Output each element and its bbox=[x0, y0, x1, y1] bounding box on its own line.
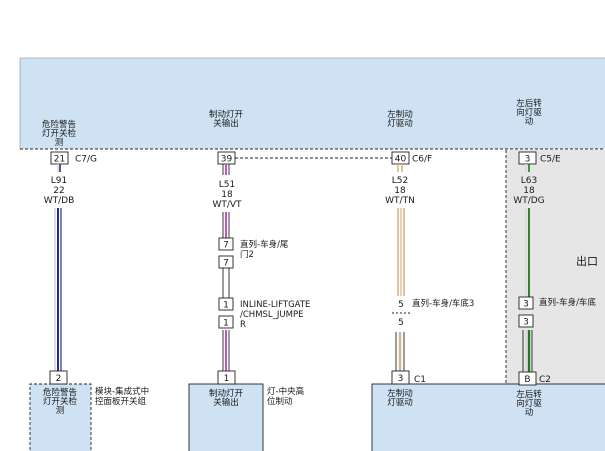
bottom-pin3-box bbox=[391, 370, 410, 385]
inline-c2-label-line1: INLINE-LIFTGATE bbox=[240, 300, 310, 310]
bottom-module2-desc-line2: 位制动 bbox=[267, 396, 293, 407]
inline-c4-lower-box bbox=[518, 314, 534, 328]
top-pin4-number: 3 bbox=[525, 155, 531, 165]
wire4-top-stub bbox=[525, 164, 530, 172]
wire2-color: WT/VT bbox=[212, 200, 242, 210]
inline-c4-upper-pin: 3 bbox=[523, 300, 529, 310]
inline-c2-upper-box bbox=[218, 297, 234, 311]
top-pin3-label-line1: 左制动 bbox=[387, 109, 413, 120]
top-module-box bbox=[20, 58, 605, 149]
inline-c3-upper-pin: 5 bbox=[398, 300, 404, 310]
top-pin2-label-line1: 制动灯开 bbox=[209, 109, 244, 120]
top-pin1-number: 21 bbox=[54, 155, 65, 165]
wire3-circuit: L52 bbox=[392, 176, 408, 186]
bottom-module3-label-line1: 左制动 bbox=[387, 388, 413, 399]
top-pin4-box bbox=[518, 151, 537, 165]
wire1-color: WT/DB bbox=[44, 196, 75, 206]
top-pin2-label-line2: 关输出 bbox=[213, 118, 239, 129]
top-pin3-label-line2: 灯驱动 bbox=[387, 118, 413, 129]
top-pin3-number: 40 bbox=[395, 155, 407, 165]
bottom-pin4-number: B bbox=[524, 375, 530, 385]
right-panel-label: 出口 bbox=[576, 254, 598, 268]
wire1-top-stub bbox=[57, 164, 61, 172]
bottom-module2-desc-line1: 灯-中央高 bbox=[267, 386, 304, 397]
bottom-pin4-connector: C2 bbox=[539, 375, 551, 385]
wire3-color: WT/TN bbox=[385, 196, 415, 206]
inline-c4-label: 直列-车身/车底 bbox=[539, 297, 596, 308]
wire2-run-lower bbox=[222, 330, 230, 371]
top-pin4-label-line2: 向灯驱 bbox=[516, 107, 542, 118]
inline-c2-upper-pin: 1 bbox=[223, 301, 229, 311]
top-pin4-label-line1: 左后转 bbox=[516, 98, 542, 109]
bottom-module1-label-line3: 测 bbox=[56, 406, 65, 416]
wire1-circuit: L91 bbox=[51, 176, 67, 186]
right-gray-panel bbox=[506, 150, 605, 385]
inline-c1-lower-box bbox=[218, 255, 234, 269]
bottom-module2-box bbox=[188, 383, 264, 451]
wire2-run-middle bbox=[222, 268, 230, 298]
wire2-top-stub bbox=[222, 164, 230, 175]
bottom-pin1-box bbox=[49, 370, 68, 385]
wire3-run-upper bbox=[397, 208, 405, 296]
wire2-gauge: 18 bbox=[221, 190, 233, 200]
wire3-gauge: 18 bbox=[394, 186, 406, 196]
inline-c1-label-line1: 直列-车身/尾 bbox=[240, 239, 289, 250]
inline-c4-lower-pin: 3 bbox=[523, 318, 529, 328]
inline-c1-label-line2: 门2 bbox=[240, 249, 254, 260]
top-pin1-connector: C7/G bbox=[75, 155, 97, 165]
inline-c2-lower-pin: 1 bbox=[223, 319, 229, 329]
top-pin1-label-line2: 灯开关检 bbox=[42, 128, 77, 139]
wire3-top-stub bbox=[397, 164, 403, 172]
top-pin3-connector: C6/F bbox=[412, 155, 432, 165]
bottom-module4-label-line2: 向灯驱 bbox=[516, 398, 542, 409]
bottom-module4-label-line1: 左后转 bbox=[516, 389, 542, 400]
wire2-circuit: L51 bbox=[219, 180, 235, 190]
bottom-module3-label-line2: 灯驱动 bbox=[387, 397, 413, 408]
bottom-module1-label-line1: 危险警告 bbox=[43, 387, 77, 398]
top-pin1-label-line1: 危险警告 bbox=[42, 119, 76, 130]
bottom-pin2-number: 1 bbox=[224, 374, 230, 384]
inline-c3-label: 直列-车身/车底3 bbox=[412, 298, 474, 309]
wire2-run-upper bbox=[222, 212, 230, 238]
wire3-run-lower bbox=[395, 332, 405, 371]
inline-c2-lower-box bbox=[218, 315, 234, 329]
wire4-circuit: L63 bbox=[521, 176, 537, 186]
bottom-pin2-box bbox=[217, 370, 236, 385]
wire4-color: WT/DG bbox=[513, 196, 544, 206]
top-pin2-number: 39 bbox=[221, 155, 233, 165]
top-pin1-label-line3: 测 bbox=[55, 138, 64, 148]
bottom-module4-label-line3: 动 bbox=[525, 407, 534, 418]
bottom-module1-desc-line1: 模块-集成式中 bbox=[95, 386, 149, 397]
bottom-pin4-box bbox=[518, 371, 537, 386]
inline-c1-lower-pin: 7 bbox=[223, 259, 229, 269]
wire4-run-lower bbox=[522, 330, 533, 372]
bottom-pin1-number: 2 bbox=[56, 374, 62, 384]
inline-c3-lower-pin: 5 bbox=[398, 318, 404, 328]
top-pin4-connector: C5/E bbox=[540, 155, 561, 165]
bottom-module2-label-line1: 制动灯开 bbox=[209, 388, 244, 399]
bottom-module1-box bbox=[30, 384, 91, 451]
wire4-gauge: 18 bbox=[523, 186, 535, 196]
bottom-module2-label-line2: 关输出 bbox=[213, 397, 239, 408]
wire1-run bbox=[54, 208, 62, 371]
inline-c2-label-line3: R bbox=[240, 320, 246, 330]
bottom-pin3-number: 3 bbox=[398, 374, 404, 384]
wire1-gauge: 22 bbox=[53, 186, 64, 196]
inline-c4-upper-box bbox=[518, 296, 534, 310]
inline-c1-upper-pin: 7 bbox=[223, 241, 229, 251]
inline-c2-label-line2: /CHMSL_JUMPE bbox=[240, 310, 303, 320]
bottom-pin3-connector: C1 bbox=[414, 375, 426, 385]
bottom-module1-label-line2: 灯开关检 bbox=[43, 396, 78, 407]
bottom-module3-box bbox=[371, 383, 605, 451]
top-pin4-label-line3: 动 bbox=[525, 116, 534, 127]
inline-c1-upper-box bbox=[218, 237, 234, 251]
bottom-module1-desc-line2: 控面板开关组 bbox=[95, 396, 147, 407]
wire4-run-upper bbox=[525, 208, 530, 297]
